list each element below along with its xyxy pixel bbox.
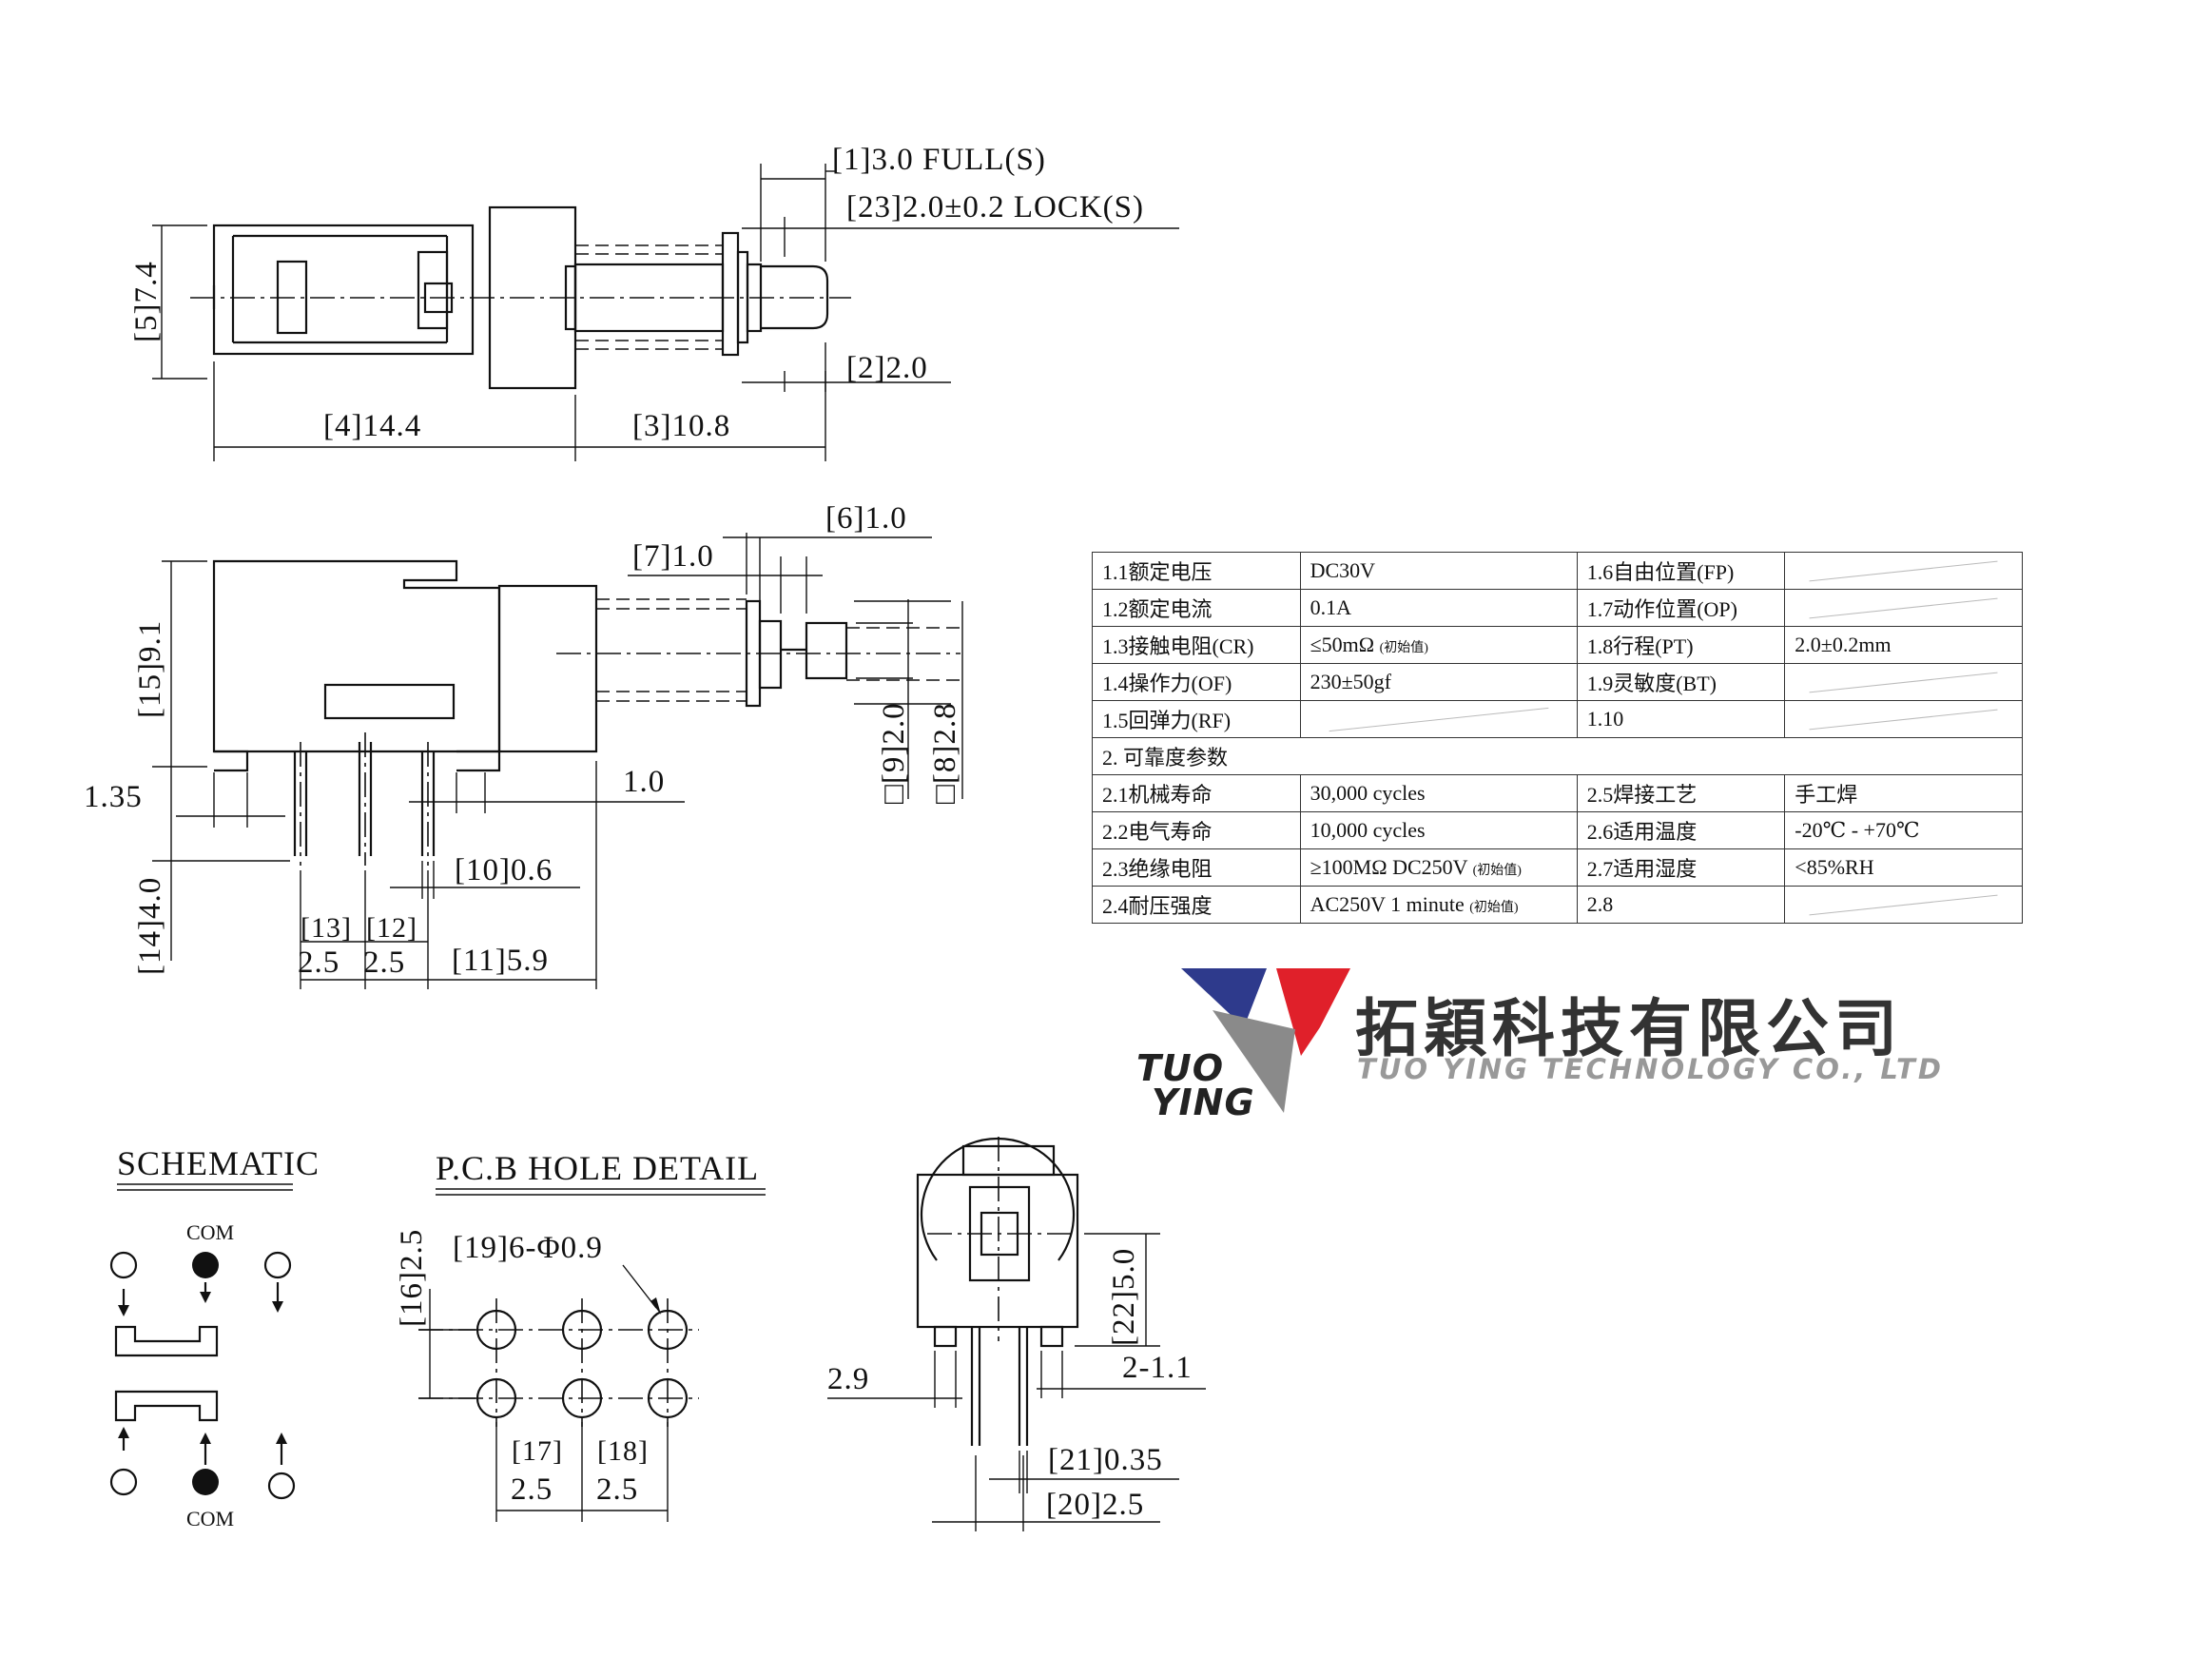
dim-2-1-1: 2-1.1 [1122,1351,1193,1385]
dim-4: [4]14.4 [323,409,421,443]
table-row: 2.3绝缘电阻 ≥100MΩ DC250V (初始值) 2.7适用湿度 <85%… [1092,848,2023,887]
dim-3: [3]10.8 [632,409,730,443]
dim-13: [13] [301,912,352,944]
pcb-hole-detail: P.C.B HOLE DETAIL [19]6-Φ0.9 [16]2.5 [17… [395,1149,766,1522]
dim-6: [6]1.0 [825,501,907,536]
dim-15: [15]9.1 [133,620,167,718]
dim-1: [1]3.0 FULL(S) [832,143,1046,177]
dim-9: □[9]2.0 [877,702,911,804]
schematic-title: SCHEMATIC [117,1144,320,1182]
com-label-top: COM [186,1220,234,1244]
table-row: 1.5回弹力(RF) 1.10 [1092,700,2023,738]
dim-16: [16]2.5 [395,1229,429,1327]
dim-19: [19]6-Φ0.9 [453,1231,603,1265]
dim-2-5-b: 2.5 [363,945,405,980]
logo-mark-text: TUO YING [1136,1047,1255,1123]
table-row: 2.2电气寿命 10,000 cycles 2.6适用温度 -20℃ - +70… [1092,811,2023,849]
dim-17: [17] [512,1435,563,1467]
dim-1-35: 1.35 [84,780,143,814]
dim-18-value: 2.5 [596,1472,638,1507]
side-view: [15]9.1 [14]4.0 1.35 1.0 [10]0.6 [13] [1… [84,501,963,989]
dim-21: [21]0.35 [1048,1443,1163,1477]
dim-2: [2]2.0 [846,351,928,385]
table-row: 1.2额定电流 0.1A 1.7动作位置(OP) [1092,589,2023,627]
table-row: 2.4耐压强度 AC250V 1 minute (初始值) 2.8 [1092,886,2023,924]
front-view: [22]5.0 2.9 2-1.1 [21]0.35 [20]2.5 [827,1137,1206,1531]
dim-11: [11]5.9 [452,944,549,978]
dim-14: [14]4.0 [133,877,167,975]
table-row: 2. 可靠度参数 [1092,737,2023,775]
schematic: SCHEMATIC COM COM [109,1144,320,1530]
dim-1-0-side: 1.0 [623,765,665,799]
dim-23: [23]2.0±0.2 LOCK(S) [846,190,1144,224]
company-name-en: TUO YING TECHNOLOGY CO., LTD [1357,1053,1944,1085]
dim-7: [7]1.0 [632,539,714,574]
com-label-bottom: COM [186,1507,234,1530]
dim-22: [22]5.0 [1107,1248,1141,1346]
table-row: 2.1机械寿命 30,000 cycles 2.5焊接工艺 手工焊 [1092,774,2023,812]
dim-8: □[8]2.8 [928,702,962,804]
logo-mark-icon [1181,968,1350,1113]
dim-2-9: 2.9 [827,1362,869,1396]
dim-17-value: 2.5 [511,1472,553,1507]
dim-12: [12] [366,912,417,944]
company-name-cn: 拓穎科技有限公司 [1355,992,1903,1065]
pcb-title: P.C.B HOLE DETAIL [436,1149,759,1187]
table-row: 1.4操作力(OF) 230±50gf 1.9灵敏度(BT) [1092,663,2023,701]
table-row: 1.3接触电阻(CR) ≤50mΩ (初始值) 1.8行程(PT) 2.0±0.… [1092,626,2023,664]
top-view: [5]7.4 [4]14.4 [3]10.8 [1]3.0 FULL(S) [2… [129,143,1179,461]
dim-20: [20]2.5 [1046,1488,1144,1522]
company-logo: TUO YING 拓穎科技有限公司 TUO YING TECHNOLOGY CO… [1122,961,1978,1122]
table-row: 1.1额定电压 DC30V 1.6自由位置(FP) [1092,552,2023,590]
dim-5: [5]7.4 [129,261,164,342]
dim-2-5-a: 2.5 [298,945,340,980]
dim-10: [10]0.6 [455,853,553,887]
spec-table: 1.1额定电压 DC30V 1.6自由位置(FP) 1.2额定电流 0.1A 1… [1092,552,2023,924]
dim-18: [18] [597,1435,649,1467]
